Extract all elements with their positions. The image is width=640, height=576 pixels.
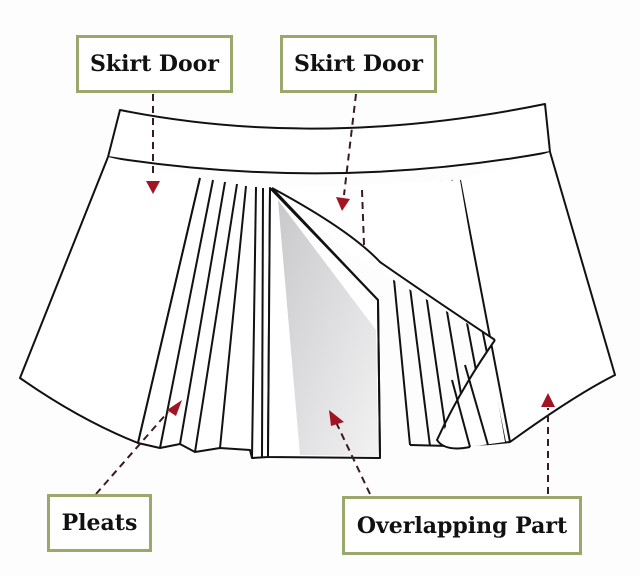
arrow-icon — [336, 197, 350, 211]
label-skirt-door-left: Skirt Door — [76, 35, 233, 93]
leader-overlap-1 — [334, 419, 371, 495]
arrow-icon — [146, 181, 160, 194]
label-overlapping-part: Overlapping Part — [342, 496, 582, 555]
arrow-icon — [329, 410, 344, 426]
label-pleats: Pleats — [47, 494, 152, 552]
waistband — [107, 103, 551, 175]
overlap-flap — [272, 180, 505, 449]
right-panel — [459, 151, 616, 443]
leader-pleats — [95, 411, 169, 495]
arrow-icon — [167, 400, 182, 416]
left-panel — [19, 156, 201, 444]
arrow-icon — [541, 393, 555, 407]
underlap-shade — [278, 200, 378, 456]
label-skirt-door-right: Skirt Door — [280, 35, 437, 93]
leader-skirt-door-right — [343, 93, 357, 196]
